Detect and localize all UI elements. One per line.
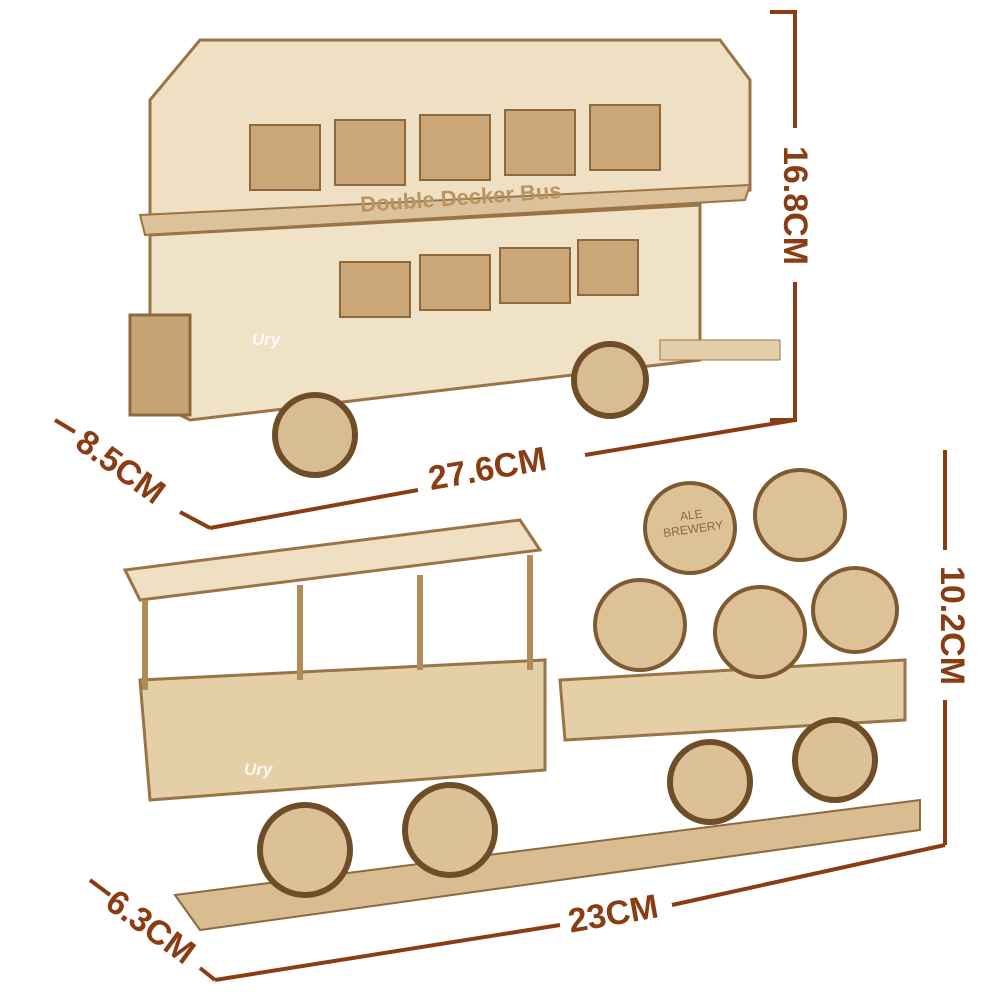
train-height-label: 10.2CM [933, 565, 972, 686]
watermark: Ury [752, 790, 781, 809]
dimension-lines [53, 10, 947, 982]
train-with-barrels [122, 468, 921, 932]
watermark: Ury [252, 330, 281, 349]
bus-height-label: 16.8CM [776, 145, 815, 266]
double-decker-bus [128, 38, 781, 478]
watermark: Ury [244, 760, 273, 779]
